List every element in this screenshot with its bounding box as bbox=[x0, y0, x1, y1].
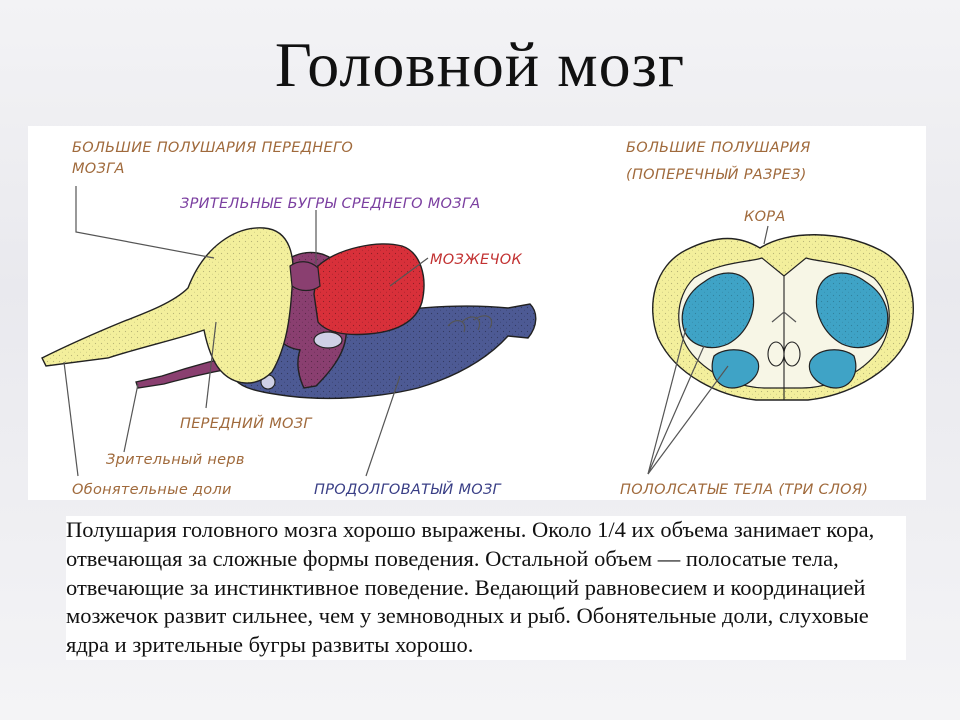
label-optic-lobes: ЗРИТЕЛЬНЫЕ БУГРЫ СРЕДНЕГО МОЗГА bbox=[180, 196, 480, 212]
slide-title: Головной мозг bbox=[274, 29, 686, 100]
brain-diagram-svg: БОЛЬШИЕ ПОЛУШАРИЯ ПЕРЕДНЕГО МОЗГА ЗРИТЕЛ… bbox=[41, 140, 914, 498]
label-cross-title-line2: (ПОПЕРЕЧНЫЙ РАЗРЕЗ) bbox=[626, 165, 807, 183]
slide-body-text: Полушария головного мозга хорошо выражен… bbox=[66, 516, 906, 660]
label-cross-title-line1: БОЛЬШИЕ ПОЛУШАРИЯ bbox=[626, 140, 811, 156]
label-striatum: ПОЛОЛСАТЫЕ ТЕЛА (ТРИ СЛОЯ) bbox=[620, 482, 868, 498]
label-forebrain: ПЕРЕДНИЙ МОЗГ bbox=[180, 414, 313, 432]
label-medulla: ПРОДОЛГОВАТЫЙ МОЗГ bbox=[314, 480, 503, 498]
brain-side-view bbox=[41, 227, 537, 400]
label-hemispheres-line2: МОЗГА bbox=[72, 161, 125, 177]
brain-figure: БОЛЬШИЕ ПОЛУШАРИЯ ПЕРЕДНЕГО МОЗГА ЗРИТЕЛ… bbox=[28, 126, 926, 500]
cross-section-leaders bbox=[647, 225, 769, 475]
brain-cross-section bbox=[652, 234, 914, 401]
side-view-leaders bbox=[63, 186, 429, 477]
label-cerebellum: МОЗЖЕЧОК bbox=[430, 252, 522, 268]
label-hemispheres-line1: БОЛЬШИЕ ПОЛУШАРИЯ ПЕРЕДНЕГО bbox=[72, 140, 353, 156]
label-optic-nerve: Зрительный нерв bbox=[106, 452, 245, 468]
label-cortex: КОРА bbox=[744, 209, 786, 225]
label-olfactory: Обонятельные доли bbox=[72, 482, 232, 498]
